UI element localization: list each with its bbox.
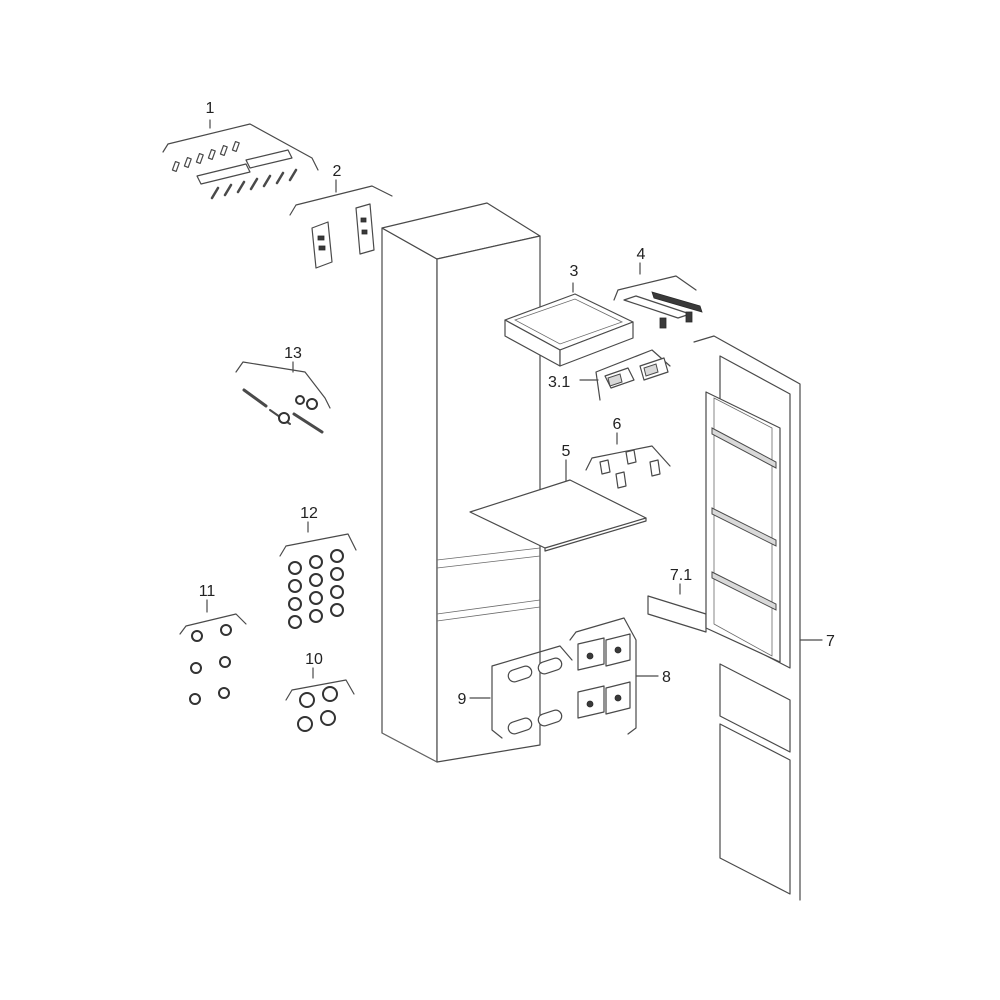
label-9: 9 [458, 691, 467, 708]
label-7-1: 7.1 [670, 567, 692, 584]
part-4-slide-mechanism [613, 262, 703, 329]
part-7-door [693, 335, 823, 901]
label-12: 12 [300, 505, 318, 522]
part-1-mounting-kit [162, 119, 319, 200]
screw-row-bottom [210, 168, 298, 200]
label-4: 4 [637, 246, 646, 263]
label-7: 7 [826, 633, 835, 650]
label-3: 3 [570, 263, 579, 280]
label-13: 13 [284, 345, 302, 362]
part-6-shelf-supports [585, 432, 671, 489]
part-8-hinges [569, 617, 659, 735]
part-12-knobs [279, 521, 357, 629]
label-2: 2 [333, 163, 342, 180]
label-6: 6 [613, 416, 622, 433]
label-1: 1 [206, 100, 215, 117]
label-11: 11 [199, 583, 216, 600]
part-5-glass-shelf [469, 459, 647, 552]
part-3-drawer-tray [504, 282, 634, 367]
label-5: 5 [562, 443, 571, 460]
part-11-caps [179, 599, 247, 705]
label-8: 8 [662, 669, 671, 686]
label-10: 10 [305, 651, 323, 668]
part-2-hangers [289, 179, 393, 269]
tall-cabinet-body [381, 202, 541, 763]
screw-row-top [171, 140, 240, 172]
part-3-1-runners [579, 349, 671, 401]
part-9-handles [469, 645, 573, 739]
part-13-fixing-set [235, 361, 331, 434]
part-7-1-strip [647, 583, 707, 633]
label-3-1: 3.1 [548, 374, 570, 391]
part-10-buffers [285, 667, 355, 732]
